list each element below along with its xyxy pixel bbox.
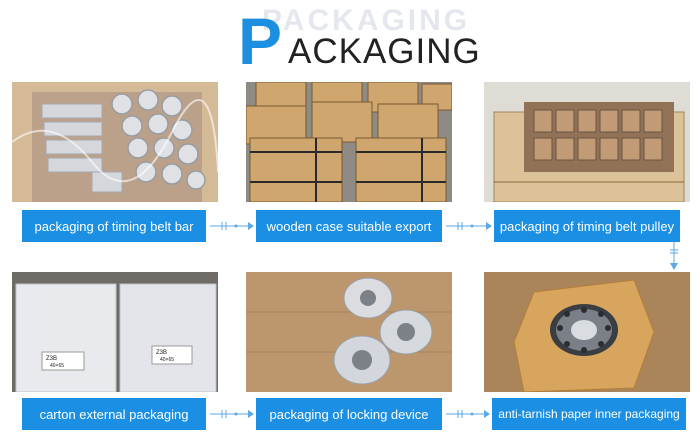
photo-timing-belt-pulley (484, 82, 690, 202)
photo-timing-belt-bar (12, 82, 218, 202)
step-label-wooden-case: wooden case suitable export (256, 210, 442, 242)
photo-locking-device (246, 272, 452, 392)
photo-carton-packaging: Z3B 40×65 Z3B 40×65 (12, 272, 218, 392)
connector-arrow-1 (210, 222, 254, 230)
step-label-anti-tarnish: anti-tarnish paper inner packaging (492, 398, 686, 430)
title-first-letter: P (238, 4, 283, 78)
photo-anti-tarnish-paper (484, 272, 690, 392)
photo-wooden-case (246, 82, 452, 202)
step-label-timing-belt-bar: packaging of timing belt bar (22, 210, 206, 242)
step-label-carton: carton external packaging (22, 398, 206, 430)
box-label-left: Z3B (46, 356, 57, 362)
connector-arrow-down (670, 242, 678, 270)
title-text: ACKAGING (288, 32, 481, 71)
step-label-timing-belt-pulley: packaging of timing belt pulley (494, 210, 680, 242)
box-size-left: 40×65 (50, 363, 64, 369)
step-label-locking-device: packaging of locking device (256, 398, 442, 430)
connector-arrow-2 (446, 222, 492, 230)
connector-arrow-5 (446, 410, 490, 418)
box-size-right: 40×65 (160, 357, 174, 363)
page-title: PACKAGING P ACKAGING (0, 0, 700, 78)
title-watermark: PACKAGING (262, 4, 471, 37)
connector-arrow-4 (210, 410, 254, 418)
box-label-right: Z3B (156, 350, 167, 356)
